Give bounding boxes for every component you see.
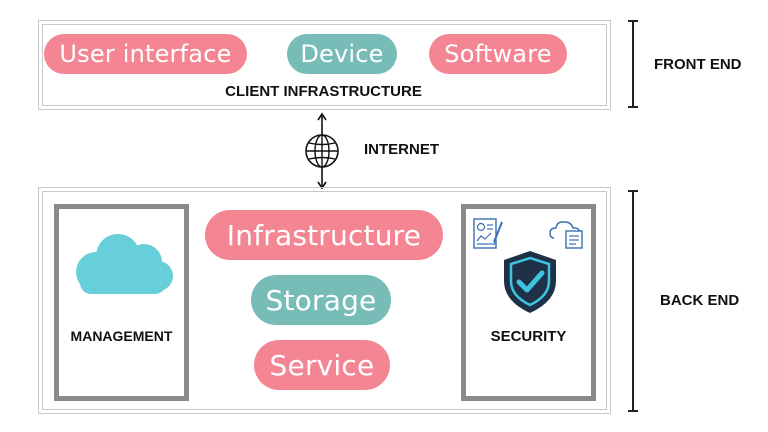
storage-pill: Storage <box>251 275 391 325</box>
front-end-label: FRONT END <box>654 56 742 73</box>
back-end-bracket <box>628 190 638 412</box>
device-pill: Device <box>287 34 397 74</box>
cloud-document-icon <box>549 221 583 249</box>
client-infrastructure-frame <box>38 20 611 110</box>
infrastructure-pill: Infrastructure <box>205 210 443 260</box>
report-document-icon <box>473 218 503 249</box>
front-end-bracket <box>628 20 638 108</box>
service-pill: Service <box>254 340 390 390</box>
back-end-frame <box>38 187 611 414</box>
globe-icon <box>305 112 339 190</box>
security-label: SECURITY <box>490 328 567 345</box>
cloud-icon <box>76 234 173 294</box>
software-pill: Software <box>429 34 567 74</box>
internet-label: INTERNET <box>364 141 439 158</box>
back-end-label: BACK END <box>660 292 740 309</box>
shield-check-icon <box>504 251 556 313</box>
user-interface-pill: User interface <box>44 34 247 74</box>
client-infrastructure-caption: CLIENT INFRASTRUCTURE <box>225 83 422 100</box>
management-label: MANAGEMENT <box>70 328 173 344</box>
